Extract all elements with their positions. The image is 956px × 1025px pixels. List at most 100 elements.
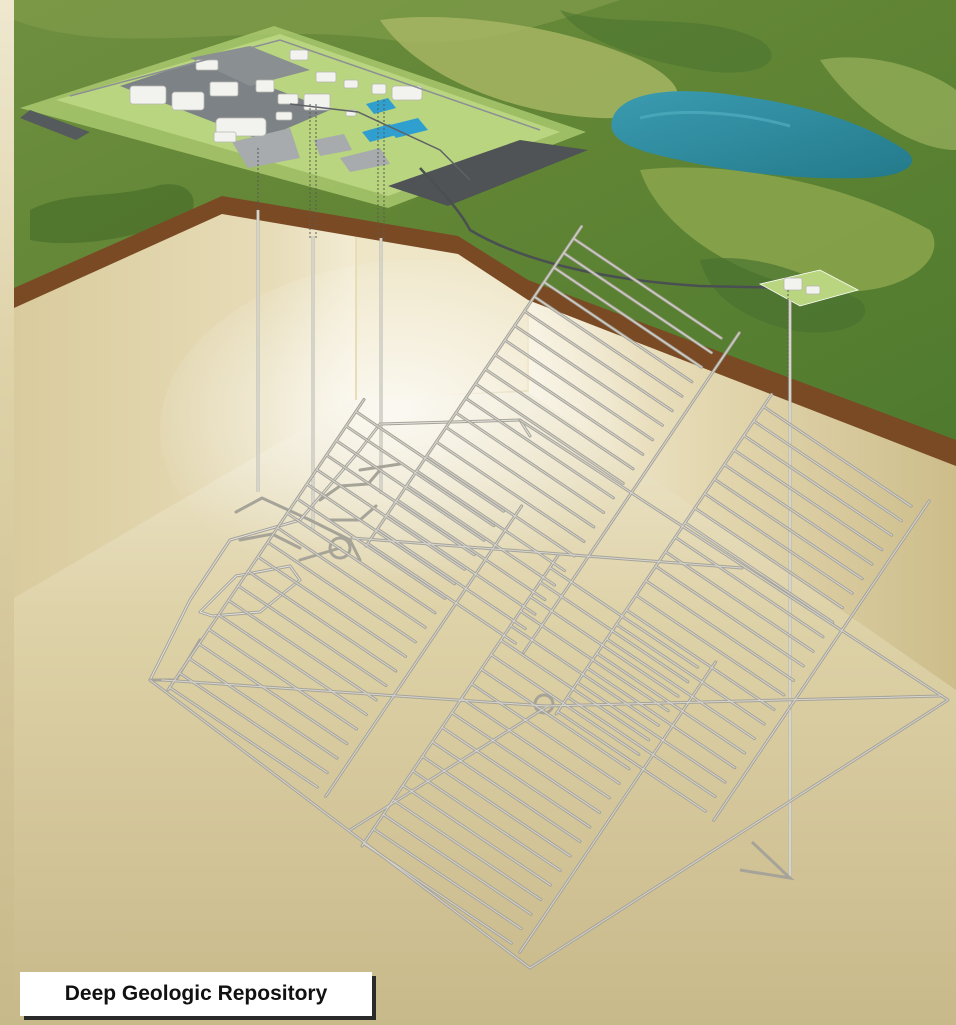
tunnel-segment xyxy=(406,484,556,586)
tunnel-segment xyxy=(247,570,397,672)
tunnel-segment xyxy=(296,498,446,599)
tunnel-segment xyxy=(549,567,699,668)
underground-tunnels xyxy=(148,224,950,970)
tunnel-segment xyxy=(762,405,912,507)
tunnel-segment xyxy=(615,623,765,725)
tunnel-segment xyxy=(723,464,873,565)
tunnel-segment xyxy=(169,687,318,788)
tunnel-segment xyxy=(694,507,844,609)
tunnel-segment xyxy=(480,668,630,770)
tunnel-segment xyxy=(474,383,624,484)
tunnel-segment xyxy=(484,368,634,470)
tunnel-segment xyxy=(425,455,575,557)
tunnel-segment xyxy=(572,237,722,339)
tunnel-segment xyxy=(257,556,407,657)
tunnel-segment xyxy=(435,441,585,543)
tunnel-segment xyxy=(743,435,893,536)
tunnel-segment xyxy=(351,537,743,569)
tunnel-segment xyxy=(178,672,328,774)
tunnel-segment xyxy=(421,755,571,857)
tunnel-segment xyxy=(161,679,941,707)
tunnel-segment xyxy=(514,325,663,426)
tunnel-segment xyxy=(382,813,532,915)
tunnel-segment xyxy=(402,784,552,886)
tunnel-segment xyxy=(335,440,485,541)
ventilation-shaft-site xyxy=(758,269,860,307)
tunnel-segment xyxy=(566,696,716,798)
tunnel-segment xyxy=(504,339,654,441)
tunnel-segment xyxy=(510,625,659,726)
tunnel-segment xyxy=(167,399,365,691)
tunnel-segment xyxy=(286,512,436,614)
vent-shaft-connection xyxy=(739,840,795,881)
tunnel-segment xyxy=(392,799,542,901)
tunnel-segment xyxy=(188,657,338,759)
tunnel-segment xyxy=(465,397,614,499)
tunnel-segment xyxy=(396,499,546,601)
tunnel-segment xyxy=(198,643,348,745)
tunnel-segment xyxy=(519,661,717,953)
tunnel-segment xyxy=(704,493,853,594)
tunnel-segment xyxy=(563,252,712,354)
tunnel-segment xyxy=(557,711,706,812)
tunnel-segment xyxy=(625,609,775,711)
tunnel-segment xyxy=(365,225,583,547)
tunnel-segment xyxy=(490,654,640,755)
tunnel-segment xyxy=(218,614,367,716)
tunnel-segment xyxy=(553,267,703,368)
tunnel-segment xyxy=(645,580,795,681)
tunnel-segment xyxy=(451,712,601,813)
tunnel-segment xyxy=(664,551,814,652)
tunnel-segment xyxy=(555,393,773,715)
tunnel-segment xyxy=(276,527,426,628)
tunnel-segment xyxy=(523,310,673,412)
tunnel-segment xyxy=(713,478,863,580)
tunnel-segment xyxy=(227,599,377,701)
tunnel-segment xyxy=(539,581,689,683)
tunnel-segment xyxy=(674,536,824,638)
tunnel-segment xyxy=(455,412,605,513)
tunnel-segment xyxy=(367,543,516,644)
tunnel-segment xyxy=(349,705,549,831)
tunnel-segment xyxy=(376,528,526,630)
tunnel-segment xyxy=(208,628,358,730)
tunnel-segment xyxy=(586,667,736,769)
tunnel-segment xyxy=(733,449,883,551)
tunnel-segment xyxy=(431,741,581,843)
shaft-projection-lines xyxy=(257,100,789,400)
tunnel-segment xyxy=(519,610,669,712)
tunnel-segment xyxy=(267,541,416,643)
tunnel-segment xyxy=(441,726,591,828)
tunnel-segment xyxy=(416,470,565,572)
tunnel-segment xyxy=(386,513,536,615)
tunnel-segment xyxy=(533,296,683,397)
tunnel-segment xyxy=(372,828,522,930)
tunnel-segment xyxy=(361,555,559,847)
caption-box: Deep Geologic Repository xyxy=(20,972,372,1016)
tunnel-segment xyxy=(345,425,495,527)
tunnel-segment xyxy=(635,594,785,696)
tunnel-segment xyxy=(237,585,387,687)
tunnel-segment xyxy=(461,697,610,799)
tunnel-segment xyxy=(445,426,595,528)
tunnel-segment xyxy=(684,522,834,623)
tunnel-segment xyxy=(576,681,726,783)
tunnel-segment xyxy=(470,683,620,784)
tunnel-segment xyxy=(500,639,650,741)
tunnel-segment xyxy=(655,565,804,667)
tunnel-segment xyxy=(306,483,456,585)
access-road xyxy=(419,167,791,290)
tunnel-segment xyxy=(149,419,949,969)
tunnel-segment xyxy=(325,454,475,556)
tunnel-segment xyxy=(753,420,902,522)
tunnel-segment xyxy=(543,281,693,383)
tunnel-segment xyxy=(355,411,505,512)
tunnel-segment xyxy=(713,500,930,821)
tunnel-segment xyxy=(412,770,561,872)
tunnel-segment xyxy=(316,469,465,570)
tunnel-segment xyxy=(494,354,644,455)
tunnel-segment xyxy=(325,505,523,797)
tunnel-segment xyxy=(606,638,755,740)
caption-title: Deep Geologic Repository xyxy=(64,982,328,1005)
